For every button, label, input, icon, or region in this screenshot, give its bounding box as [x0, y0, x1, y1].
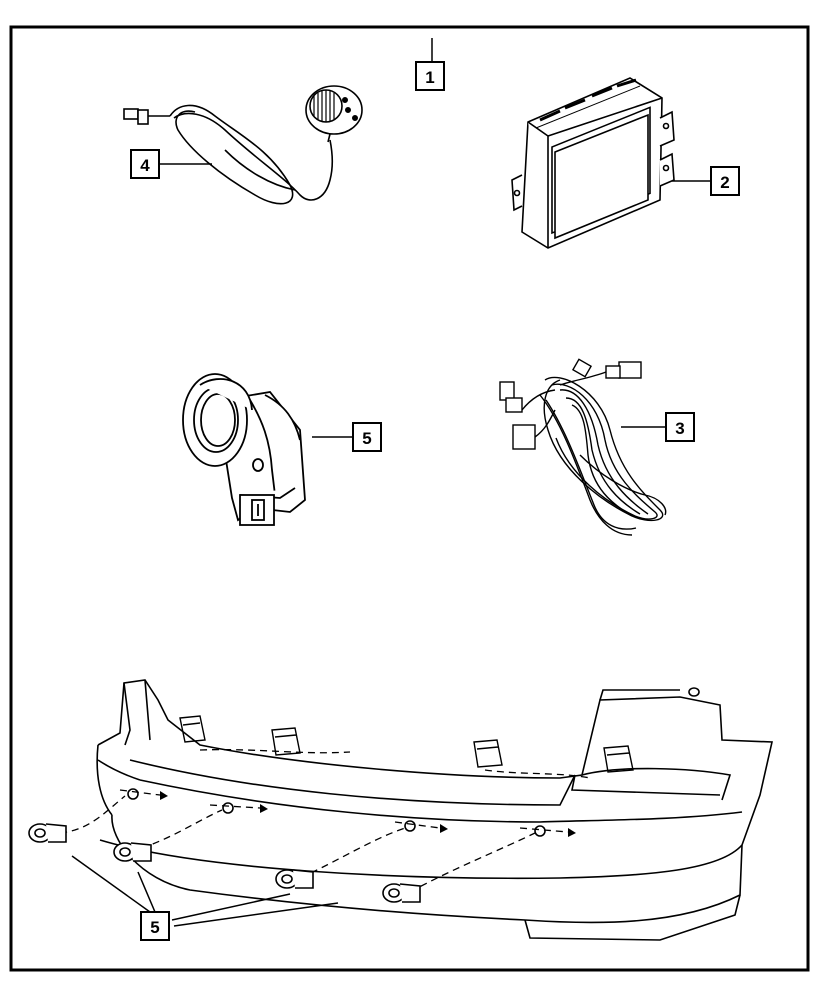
callout-5-lower-label: 5 — [150, 918, 159, 937]
callout-3: 3 — [621, 412, 695, 442]
callout-5-upper-label: 5 — [362, 429, 371, 448]
rear-bumper-fascia-icon — [28, 679, 773, 941]
wiring-harness-icon — [499, 358, 667, 536]
callout-5-upper: 5 — [312, 422, 382, 452]
callout-1-label: 1 — [425, 68, 434, 87]
callout-2: 2 — [672, 166, 740, 196]
callout-5-lower: 5 — [71, 855, 339, 941]
callout-1: 1 — [415, 38, 445, 91]
park-assist-sensor-icon — [182, 373, 306, 526]
callout-4: 4 — [130, 149, 212, 179]
callout-4-label: 4 — [140, 156, 150, 175]
callout-3-label: 3 — [675, 419, 684, 438]
callout-2-label: 2 — [720, 173, 729, 192]
sensor-disc-with-cable-icon — [123, 85, 363, 205]
diagram-frame — [9, 25, 810, 972]
control-module-icon — [511, 77, 675, 249]
